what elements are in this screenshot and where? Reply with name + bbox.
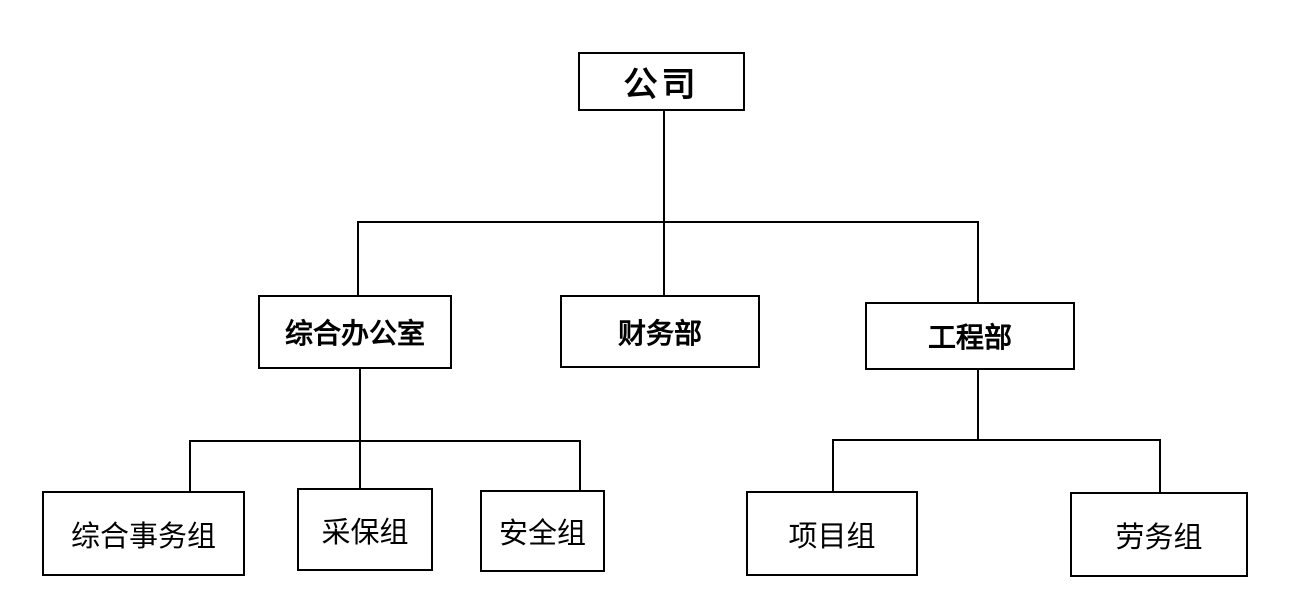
connector-drop-general-office xyxy=(357,221,359,296)
connector-company-to-finance xyxy=(663,111,665,296)
connector-general-office-to-procurement xyxy=(359,368,361,489)
connector-level3-right-rail xyxy=(832,439,1161,441)
node-general-office: 综合办公室 xyxy=(258,295,452,369)
connector-drop-general-affairs xyxy=(189,440,191,492)
node-general-affairs-group: 综合事务组 xyxy=(42,491,245,576)
connector-level3-left-rail xyxy=(189,440,581,442)
connector-drop-project xyxy=(832,439,834,492)
node-finance-dept: 财务部 xyxy=(560,295,760,368)
node-labor-group: 劳务组 xyxy=(1070,492,1248,577)
node-engineering-dept: 工程部 xyxy=(865,302,1075,370)
connector-drop-safety xyxy=(579,440,581,491)
connector-engineering-down xyxy=(977,369,979,441)
connector-level2-rail xyxy=(357,221,979,223)
connector-drop-labor xyxy=(1159,439,1161,493)
connector-drop-engineering xyxy=(977,221,979,303)
node-safety-group: 安全组 xyxy=(480,490,605,572)
node-company: 公司 xyxy=(578,52,745,111)
node-project-group: 项目组 xyxy=(746,491,918,576)
node-procurement-group: 采保组 xyxy=(297,488,433,571)
